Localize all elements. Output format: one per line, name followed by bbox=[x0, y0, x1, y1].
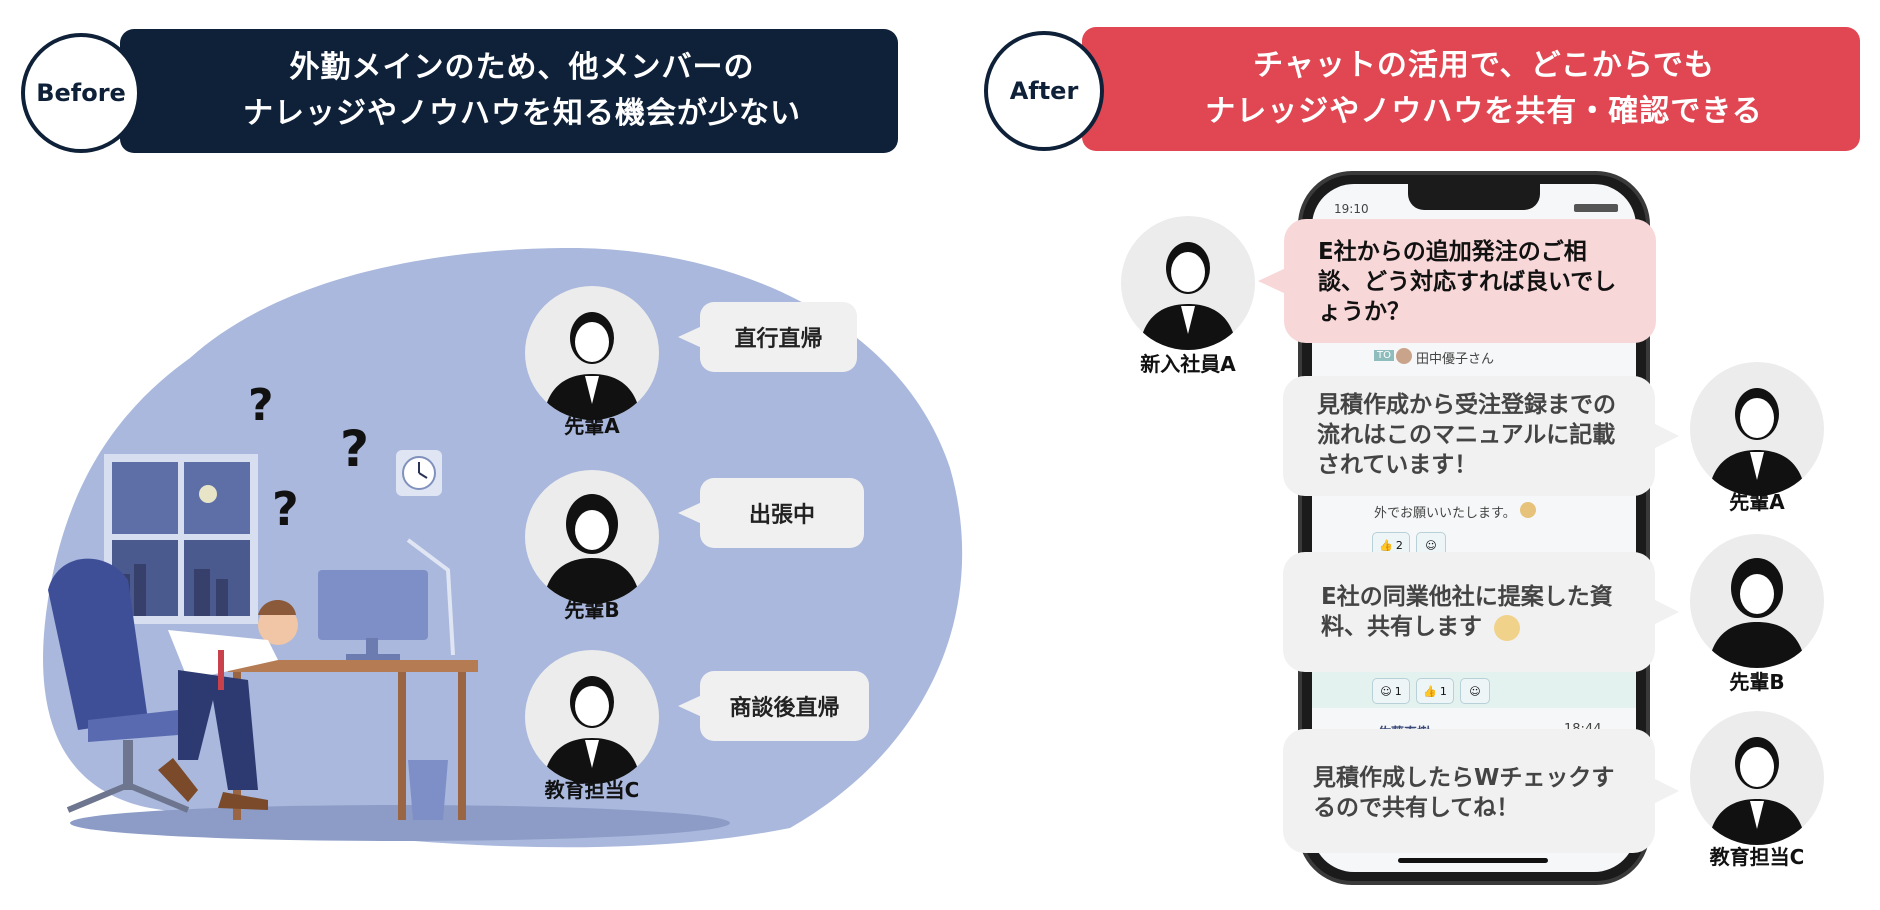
senpai-b-avatar bbox=[525, 470, 659, 604]
before-banner-line1: 外勤メインのため、他メンバーの bbox=[289, 50, 755, 85]
senpai-b-label: 先輩B bbox=[564, 598, 620, 622]
teacher-c-status: 商談後直帰 bbox=[678, 671, 869, 741]
home-indicator bbox=[1398, 858, 1548, 863]
senpai-a-status: 直行直帰 bbox=[678, 302, 857, 372]
question-mark-1: ? bbox=[248, 380, 274, 431]
chat-to-badge: TO bbox=[1374, 350, 1394, 361]
newbie-message: E社からの追加発注のご相談、どう対応すれば良いでしょうか？ bbox=[1318, 239, 1617, 325]
chat-text: 外でお願いいたします。 bbox=[1374, 506, 1516, 521]
after-banner-line2: ナレッジやノウハウを共有・確認できる bbox=[1205, 94, 1763, 129]
before-banner: 外勤メインのため、他メンバーの ナレッジやノウハウを知る機会が少ない bbox=[120, 29, 898, 153]
before-banner-line2: ナレッジやノウハウを知る機会が少ない bbox=[243, 96, 801, 131]
teacher-c-reply: 見積作成したらWチェックするので共有してね！ bbox=[1313, 765, 1615, 821]
status-icons bbox=[1574, 204, 1618, 212]
phone-time: 19:10 bbox=[1334, 202, 1369, 216]
after-badge: After bbox=[984, 31, 1104, 151]
reaction-count-2: 1 bbox=[1394, 684, 1402, 698]
after-teacher-c-label: 教育担当C bbox=[1709, 845, 1805, 869]
reaction-count-3: 1 bbox=[1439, 684, 1447, 698]
reaction-count-1: 2 bbox=[1395, 538, 1403, 552]
after-senpai-a-avatar bbox=[1690, 362, 1824, 496]
question-mark-2: ? bbox=[340, 420, 370, 478]
after-banner: チャットの活用で、どこからでも ナレッジやノウハウを共有・確認できる bbox=[1082, 27, 1860, 151]
before-badge: Before bbox=[21, 33, 141, 153]
newbie-message-bubble: E社からの追加発注のご相談、どう対応すれば良いでしょうか？ bbox=[1258, 219, 1656, 343]
teacher-c-reply-bubble: 見積作成したらWチェックするので共有してね！ bbox=[1283, 729, 1679, 853]
phone-notch bbox=[1408, 184, 1540, 210]
question-mark-3: ? bbox=[272, 482, 299, 536]
senpai-b-reply-bubble: E社の同業他社に提案した資料、共有します bbox=[1283, 552, 1679, 672]
after-senpai-b-label: 先輩B bbox=[1729, 670, 1785, 694]
newbie-avatar bbox=[1121, 216, 1255, 350]
senpai-b-status: 出張中 bbox=[678, 478, 864, 548]
teacher-c-label: 教育担当C bbox=[544, 778, 640, 802]
sleeping-worker-illustration bbox=[48, 538, 478, 820]
emoji-icon bbox=[1520, 502, 1536, 518]
add-reaction-icon: ☺ bbox=[1425, 538, 1437, 552]
after-teacher-c-avatar bbox=[1690, 711, 1824, 845]
chat-mention: 田中優子さん bbox=[1416, 352, 1495, 367]
reaction-add-2[interactable]: ☺ bbox=[1460, 678, 1490, 704]
wink-emoji-icon bbox=[1494, 614, 1521, 641]
senpai-a-avatar bbox=[525, 286, 659, 420]
after-senpai-a-label: 先輩A bbox=[1729, 490, 1785, 514]
window-illustration bbox=[104, 454, 258, 624]
senpai-b-reply: E社の同業他社に提案した資料、共有します bbox=[1321, 584, 1613, 640]
reaction-thumbs-up-2[interactable]: 👍1 bbox=[1416, 678, 1454, 704]
thumbs-up-icon-2: 👍 bbox=[1423, 684, 1437, 698]
add-reaction-icon-2: ☺ bbox=[1469, 684, 1481, 698]
clock-icon bbox=[396, 450, 442, 496]
after-senpai-b-avatar bbox=[1690, 534, 1824, 668]
senpai-a-reply-bubble: 見積作成から受注登録までの流れはこのマニュアルに記載されています！ bbox=[1283, 376, 1679, 496]
reaction-smile[interactable]: ☺1 bbox=[1372, 678, 1410, 704]
chat-mention-avatar bbox=[1396, 348, 1412, 364]
after-banner-line1: チャットの活用で、どこからでも bbox=[1253, 48, 1715, 83]
senpai-a-label: 先輩A bbox=[564, 414, 620, 438]
thumbs-up-icon: 👍 bbox=[1379, 538, 1393, 552]
newbie-label: 新入社員A bbox=[1140, 352, 1236, 376]
teacher-c-avatar bbox=[525, 650, 659, 784]
smile-icon: ☺ bbox=[1380, 684, 1392, 698]
senpai-a-reply: 見積作成から受注登録までの流れはこのマニュアルに記載されています！ bbox=[1317, 392, 1616, 478]
